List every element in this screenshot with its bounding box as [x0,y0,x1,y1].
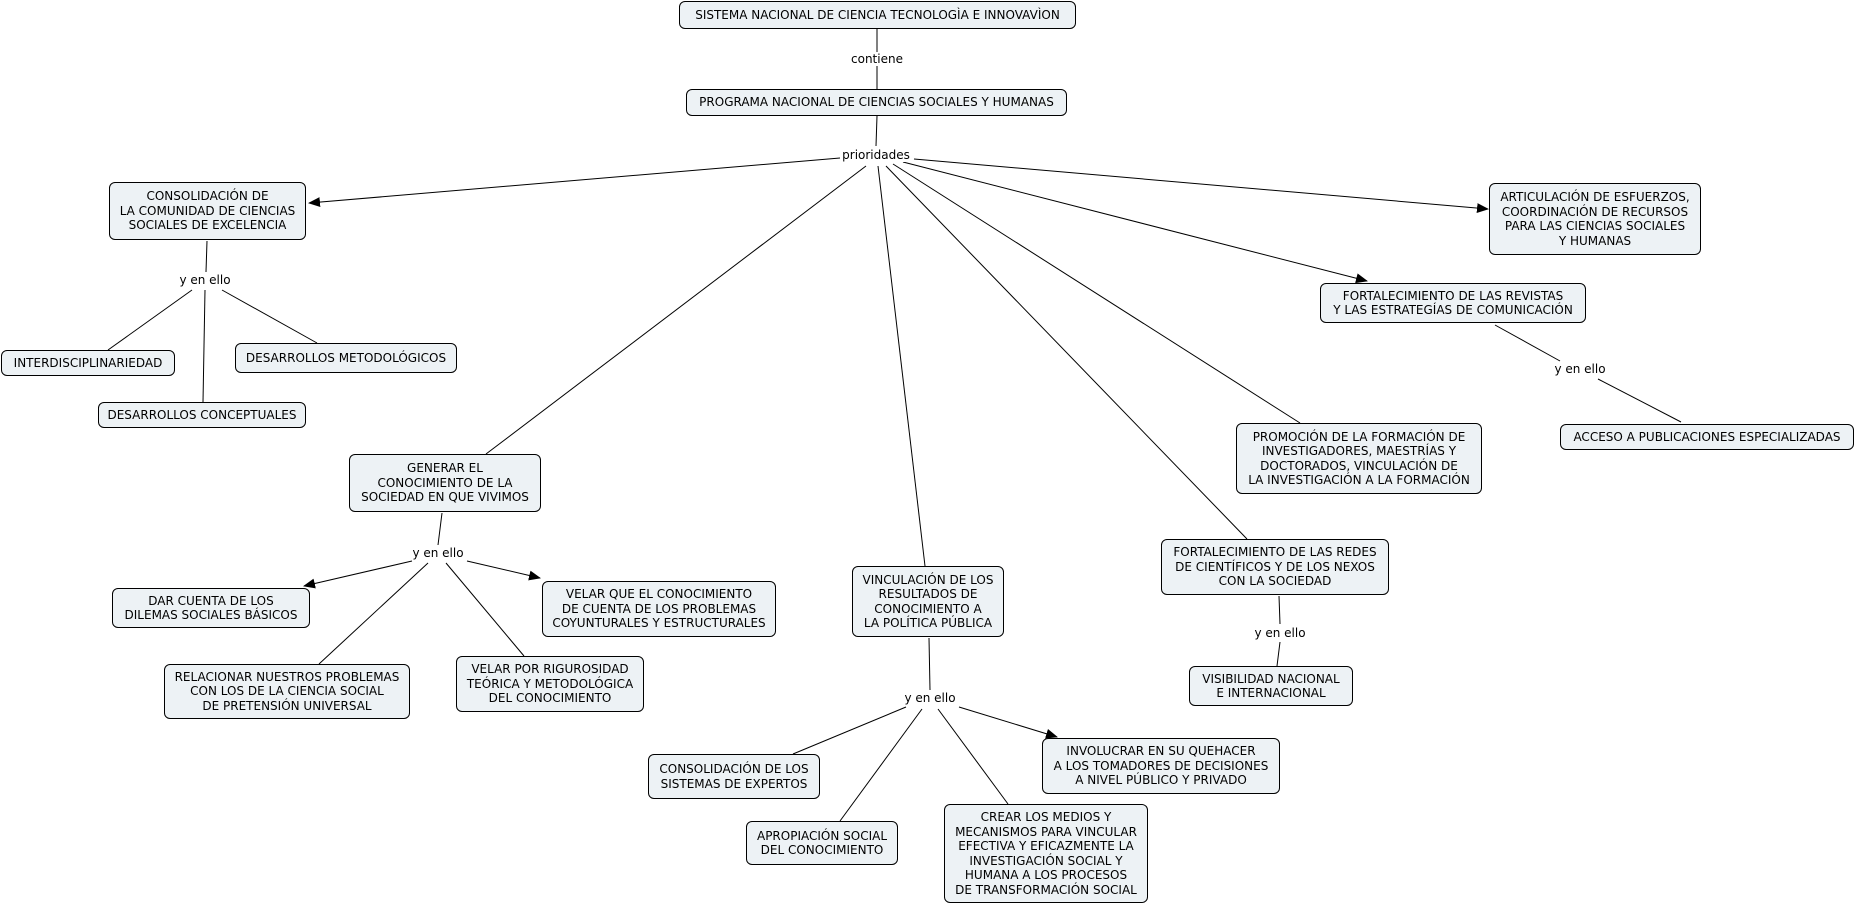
concept-desarrollos-conceptuales[interactable]: DESARROLLOS CONCEPTUALES [98,402,306,428]
concept-consolidacion-comunidad[interactable]: CONSOLIDACIÓN DE LA COMUNIDAD DE CIENCIA… [109,182,306,240]
link-prioridades-revistas [902,161,1368,284]
phrase-y-en-ello-generar[interactable]: y en ello [410,546,466,560]
concept-articulacion[interactable]: ARTICULACIÓN DE ESFUERZOS, COORDINACIÓN … [1489,183,1701,255]
concept-relacionar-problemas[interactable]: RELACIONAR NUESTROS PROBLEMAS CON LOS DE… [164,664,410,719]
link-yenello-rigurosidad [445,562,525,657]
concept-fortalecimiento-revistas[interactable]: FORTALECIMIENTO DE LAS REVISTAS Y LAS ES… [1320,283,1586,323]
link-yenello-interdisciplinariedad [107,289,193,351]
phrase-prioridades[interactable]: prioridades [840,148,912,162]
link-prioridades-articulacion [913,158,1489,214]
concept-acceso-publicaciones[interactable]: ACCESO A PUBLICACIONES ESPECIALIZADAS [1560,424,1854,450]
concept-sistema[interactable]: SISTEMA NACIONAL DE CIENCIA TECNOLOGÌA E… [679,1,1076,29]
link-prioridades-generar [485,165,867,455]
link-prioridades-redes [885,165,1248,540]
link-yenello-acceso [1597,378,1682,423]
phrase-y-en-ello-redes[interactable]: y en ello [1252,626,1308,640]
link-prioridades-vinculacion [877,165,926,567]
concept-desarrollos-metodologicos[interactable]: DESARROLLOS METODOLÓGICOS [235,343,457,373]
link-yenello-apropiacion [839,708,923,822]
link-yenello-involucrar [958,706,1058,739]
link-prioridades-consolidacion [308,157,841,208]
link-yenello-conceptuales [202,289,206,403]
concept-programa[interactable]: PROGRAMA NACIONAL DE CIENCIAS SOCIALES Y… [686,89,1067,116]
link-revistas-yenello [1494,324,1561,362]
link-yenello-crearmedios [937,708,1009,805]
concept-visibilidad[interactable]: VISIBILIDAD NACIONAL E INTERNACIONAL [1189,666,1353,706]
concept-fortalecimiento-redes[interactable]: FORTALECIMIENTO DE LAS REDES DE CIENTÍFI… [1161,539,1389,595]
link-yenello-sistemasexpertos [792,706,907,755]
link-redes-yenello [1278,595,1281,625]
concept-crear-medios[interactable]: CREAR LOS MEDIOS Y MECANISMOS PARA VINCU… [944,804,1148,903]
link-consolidacion-yenello [205,240,208,273]
link-yenello-visibilidad [1276,641,1281,667]
link-programa-prioridades [875,115,878,147]
concept-generar-conocimiento[interactable]: GENERAR EL CONOCIMIENTO DE LA SOCIEDAD E… [349,454,541,512]
link-vinculacion-yenello [928,637,931,691]
link-yenello-velarconocimiento [466,560,541,581]
concept-velar-conocimiento[interactable]: VELAR QUE EL CONOCIMIENTO DE CUENTA DE L… [542,581,776,637]
link-generar-yenello [437,512,443,546]
concept-interdisciplinariedad[interactable]: INTERDISCIPLINARIEDAD [1,350,175,376]
phrase-y-en-ello-revistas[interactable]: y en ello [1552,362,1608,376]
phrase-contiene[interactable]: contiene [849,52,905,66]
link-yenello-relacionar [318,562,429,665]
link-prioridades-promocion [892,163,1301,424]
concept-apropiacion-social[interactable]: APROPIACIÓN SOCIAL DEL CONOCIMIENTO [746,821,898,865]
concept-promocion-formacion[interactable]: PROMOCIÓN DE LA FORMACIÓN DE INVESTIGADO… [1236,423,1482,494]
link-yenello-metodologicos [221,289,318,344]
link-yenello-darcuenta [303,560,413,589]
concept-vinculacion-resultados[interactable]: VINCULACIÓN DE LOS RESULTADOS DE CONOCIM… [852,566,1004,637]
concept-dar-cuenta[interactable]: DAR CUENTA DE LOS DILEMAS SOCIALES BÁSIC… [112,588,310,628]
concept-consolidacion-sistemas[interactable]: CONSOLIDACIÓN DE LOS SISTEMAS DE EXPERTO… [648,754,820,799]
concept-involucrar[interactable]: INVOLUCRAR EN SU QUEHACER A LOS TOMADORE… [1042,738,1280,794]
phrase-y-en-ello-consolidacion[interactable]: y en ello [177,273,233,287]
phrase-y-en-ello-vinculacion[interactable]: y en ello [902,691,958,705]
concept-velar-rigurosidad[interactable]: VELAR POR RIGUROSIDAD TEÓRICA Y METODOLÓ… [456,656,644,712]
